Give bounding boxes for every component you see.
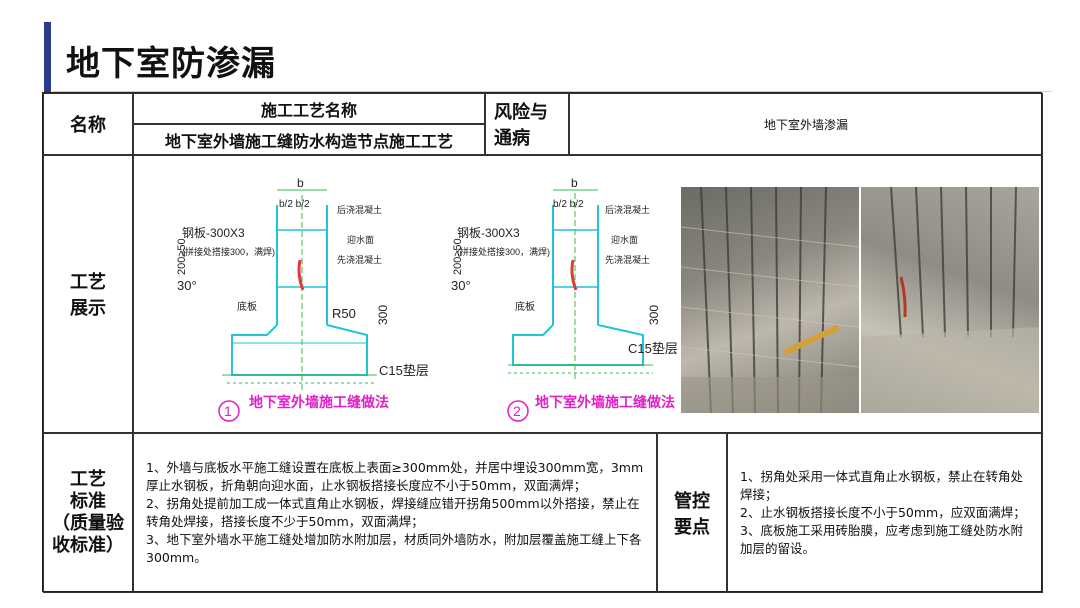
standard-label-line1: 工艺 [70,469,106,490]
risk-label-line2: 通病 [494,128,530,149]
control-label-cell: 管控 要点 [657,433,727,593]
process-name-value-cell: 地下室外墙施工缝防水构造节点施工工艺 [133,124,485,155]
control-item-3: 3、底板施工采用砖胎膜，应考虑到施工缝处防水附加层的留设。 [740,523,1023,556]
process-name-label: 施工工艺名称 [260,100,357,120]
control-label-line2: 要点 [674,517,710,538]
standard-label-line2: 标准 [70,491,106,512]
drawing-number: 2 [513,403,521,419]
risk-label-cell: 风险与 通病 [485,93,569,155]
label-steel-plate: 钢板-300X3 [182,226,245,240]
process-name-value: 地下室外墙施工缝防水构造节点施工工艺 [164,131,453,151]
name-label: 名称 [70,115,106,136]
dim-b: b [571,176,578,190]
drawing-caption: 地下室外墙施工缝做法 [535,394,675,410]
process-table: 名称 施工工艺名称 地下室外墙施工缝防水构造节点施工工艺 风险与 通病 地下室外… [42,92,1043,593]
standard-item-2: 2、拐角处提前加工成一体式直角止水钢板，焊接缝应错开拐角500mm以外搭接，禁止… [146,496,640,529]
label-bottom-plate: 底板 [515,300,535,313]
drawing-number: 1 [224,403,232,419]
label-later-concrete: 后浇混凝土 [605,204,650,215]
standard-item-3: 3、地下室外墙水平施工缝处增加防水附加层，材质同外墙防水，附加层覆盖施工缝上下各… [146,532,642,565]
drawing-caption: 地下室外墙施工缝做法 [249,394,389,410]
construction-photo-1 [681,187,859,413]
label-first-concrete: 先浇混凝土 [605,254,650,265]
label-first-concrete: 先浇混凝土 [337,254,382,265]
drawing-2: b b/2 b/2 后浇混凝土 迎水面 先浇混凝土 钢板-300X3 (拼接处搭… [423,175,681,425]
dim-half: b/2 b/2 [279,199,310,210]
standard-text-cell: 1、外墙与底板水平施工缝设置在底板上表面≥300mm处，并居中埋设300mm宽，… [133,433,657,593]
dim-half: b/2 b/2 [553,199,584,210]
label-left-dim: 200≥50 [176,238,188,275]
control-item-2: 2、止水钢板搭接长度不小于50mm，应双面满焊； [740,505,1026,520]
label-steel-plate: 钢板-300X3 [457,226,520,240]
display-label-line1: 工艺 [70,272,106,293]
standard-label-line4: 收标准） [52,535,124,556]
process-name-label-cell: 施工工艺名称 [133,93,485,124]
label-later-concrete: 后浇混凝土 [337,204,382,215]
control-item-1: 1、拐角处采用一体式直角止水钢板，禁止在转角处焊接； [740,469,1023,502]
display-label-cell: 工艺 展示 [43,155,133,433]
control-label-line1: 管控 [674,491,710,512]
label-height: 300 [376,305,390,325]
standard-label-line3: （质量验 [52,513,124,534]
label-steel-note: (拼接处搭接300，满焊) [182,246,275,257]
label-radius: R50 [332,306,356,321]
label-cushion: C15垫层 [379,363,429,378]
label-water-face: 迎水面 [611,234,638,245]
standard-label-cell: 工艺 标准 （质量验 收标准） [43,433,133,593]
label-angle: 30° [451,278,471,293]
display-content-cell [133,155,1043,433]
label-bottom-plate: 底板 [237,300,257,313]
page-title: 地下室防渗漏 [66,44,276,84]
control-text-cell: 1、拐角处采用一体式直角止水钢板，禁止在转角处焊接； 2、止水钢板搭接长度不小于… [727,433,1043,593]
display-label-line2: 展示 [70,298,106,319]
risk-label-line1: 风险与 [494,102,548,123]
risk-value-cell: 地下室外墙渗漏 [569,93,1043,155]
label-left-dim: 200≥50 [452,238,464,275]
title-divider [52,91,1052,92]
label-height: 300 [647,305,661,325]
construction-photo-2 [861,187,1039,413]
title-accent-bar [44,22,51,92]
label-water-face: 迎水面 [347,234,374,245]
risk-value: 地下室外墙渗漏 [763,117,848,132]
standard-item-1: 1、外墙与底板水平施工缝设置在底板上表面≥300mm处，并居中埋设300mm宽，… [146,460,644,493]
label-steel-note: (拼接处搭接300，满焊) [457,246,550,257]
name-label-cell: 名称 [43,93,133,155]
label-cushion: C15垫层 [628,341,678,356]
drawing-1: b b/2 b/2 后浇混凝土 迎水面 先浇混凝土 钢板-300X3 (拼接处搭… [137,175,437,425]
dim-b: b [297,176,304,190]
label-angle: 30° [177,278,197,293]
